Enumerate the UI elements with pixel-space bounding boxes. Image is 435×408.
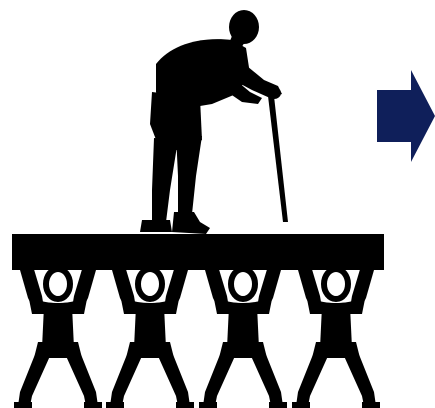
- workers-lifting-icon: [14, 256, 380, 408]
- elderly-person-with-cane-icon: [140, 10, 288, 234]
- platform-slab-icon: [12, 234, 384, 270]
- arrow-right-icon: [377, 70, 435, 162]
